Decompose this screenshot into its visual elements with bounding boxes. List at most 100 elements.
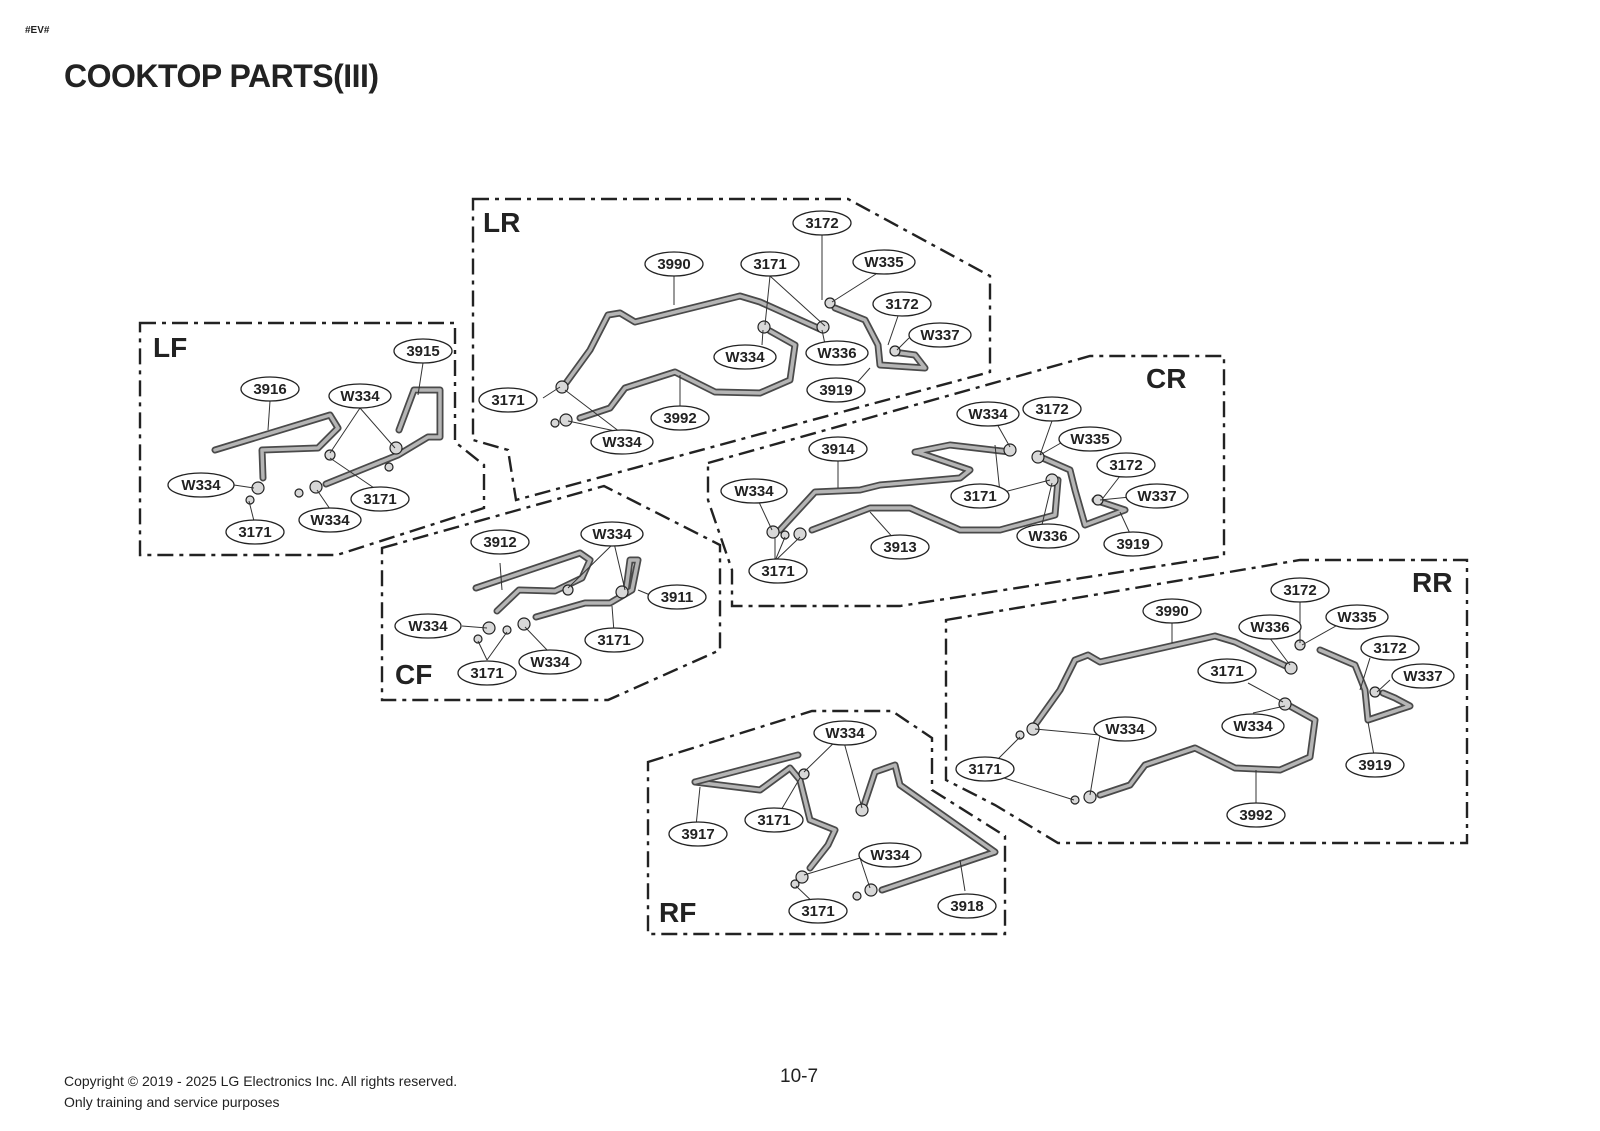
clamp-icon: [852, 891, 862, 901]
hose-lf-3915: [322, 386, 444, 488]
clamp-icon: [562, 584, 574, 596]
svg-text:3911: 3911: [661, 589, 694, 606]
svg-text:3913: 3913: [883, 539, 916, 556]
callout-w334: W334: [713, 344, 777, 370]
callout-3171: 3171: [457, 660, 517, 686]
svg-text:3171: 3171: [761, 563, 794, 580]
page-title: COOKTOP PARTS(III): [64, 58, 379, 94]
clamp-icon: [245, 495, 255, 505]
svg-text:W334: W334: [725, 349, 765, 366]
frame-lr: [471, 197, 992, 502]
callout-w337: W337: [1125, 483, 1189, 509]
callout-3919: 3919: [806, 377, 866, 403]
callout-3990: 3990: [1142, 598, 1202, 624]
svg-text:3171: 3171: [238, 524, 271, 541]
callout-3171: 3171: [950, 483, 1010, 509]
callout-3172: 3172: [1022, 396, 1082, 422]
svg-text:3171: 3171: [597, 632, 630, 649]
callout-3171: 3171: [225, 519, 285, 545]
callout-3913: 3913: [870, 534, 930, 560]
svg-text:3990: 3990: [657, 256, 690, 273]
clamp-icon: [473, 634, 483, 644]
clamp-icon: [1070, 795, 1080, 805]
svg-text:3172: 3172: [1283, 582, 1316, 599]
clamp-icon: [798, 768, 810, 780]
hose-lr-3990: [562, 292, 824, 387]
callout-3172: 3172: [872, 291, 932, 317]
callout-w334: W334: [167, 472, 235, 498]
clamp-icon: [559, 413, 573, 427]
svg-text:3919: 3919: [1358, 757, 1391, 774]
hose-cf-3912: [472, 549, 594, 615]
clamp-icon: [502, 625, 512, 635]
clamp-icon: [1015, 730, 1025, 740]
svg-text:W335: W335: [864, 254, 903, 271]
svg-text:W336: W336: [817, 345, 856, 362]
clamp-icon: [384, 462, 394, 472]
usage-note: Only training and service purposes: [64, 1094, 280, 1110]
hose-cf-3911: [532, 556, 642, 621]
clamp-icon: [855, 803, 869, 817]
svg-text:W334: W334: [340, 388, 380, 405]
svg-text:3915: 3915: [406, 343, 439, 360]
callout-w336: W336: [1016, 523, 1080, 549]
region-label-cr: CR: [1146, 363, 1186, 394]
callout-3914: 3914: [808, 436, 868, 462]
callout-w334: W334: [813, 720, 877, 746]
callout-3992: 3992: [650, 405, 710, 431]
svg-text:W334: W334: [181, 477, 221, 494]
svg-text:3171: 3171: [757, 812, 790, 829]
copyright-text: Copyright © 2019 - 2025 LG Electronics I…: [64, 1073, 458, 1089]
svg-text:3171: 3171: [753, 256, 786, 273]
hose-rf-3918: [860, 761, 999, 894]
clamp-icon: [824, 297, 836, 309]
clamp-icon: [795, 870, 809, 884]
callout-3915: 3915: [393, 338, 453, 364]
callout-3171: 3171: [350, 486, 410, 512]
clamp-icon: [1284, 661, 1298, 675]
svg-text:3171: 3171: [1210, 663, 1243, 680]
callout-3172: 3172: [792, 210, 852, 236]
callout-3912: 3912: [470, 529, 530, 555]
svg-text:W337: W337: [920, 327, 959, 344]
svg-text:3171: 3171: [968, 761, 1001, 778]
callouts: 3916 3915 W334 W334 3171 3171 W334 3172 …: [167, 210, 1455, 924]
callout-3171: 3171: [955, 756, 1015, 782]
svg-text:3916: 3916: [253, 381, 286, 398]
svg-text:W336: W336: [1028, 528, 1067, 545]
svg-text:W334: W334: [1233, 718, 1273, 735]
callout-w334: W334: [518, 649, 582, 675]
clamp-icon: [550, 418, 560, 428]
frame-cr: [706, 354, 1226, 608]
clamp-icon: [766, 525, 780, 539]
callout-3171: 3171: [740, 251, 800, 277]
hose-cr-3914: [776, 441, 1014, 534]
callout-3172: 3172: [1360, 635, 1420, 661]
hose-rf-3917: [691, 751, 839, 872]
hose-rr-3919: [1316, 646, 1414, 724]
hose-lf-3916: [211, 411, 342, 482]
callout-3917: 3917: [668, 821, 728, 847]
callout-3992: 3992: [1226, 802, 1286, 828]
callout-3172: 3172: [1270, 577, 1330, 603]
svg-text:3919: 3919: [819, 382, 852, 399]
callout-w334: W334: [394, 613, 462, 639]
page-number: 10-7: [780, 1066, 819, 1087]
callout-3919: 3919: [1103, 531, 1163, 557]
callout-w335: W335: [852, 249, 916, 275]
callout-3171: 3171: [478, 387, 538, 413]
svg-text:3171: 3171: [801, 903, 834, 920]
clamp-icon: [757, 320, 771, 334]
callout-w335: W335: [1325, 604, 1389, 630]
clamp-icon: [790, 879, 800, 889]
svg-text:3917: 3917: [681, 826, 714, 843]
clamp-icon: [1045, 473, 1059, 487]
clamp-icon: [615, 585, 629, 599]
callout-w334: W334: [1221, 713, 1285, 739]
svg-text:W334: W334: [870, 847, 910, 864]
svg-text:W334: W334: [530, 654, 570, 671]
callout-3911: 3911: [647, 584, 707, 610]
frame-rr: [944, 558, 1469, 845]
clamp-icon: [1369, 686, 1381, 698]
